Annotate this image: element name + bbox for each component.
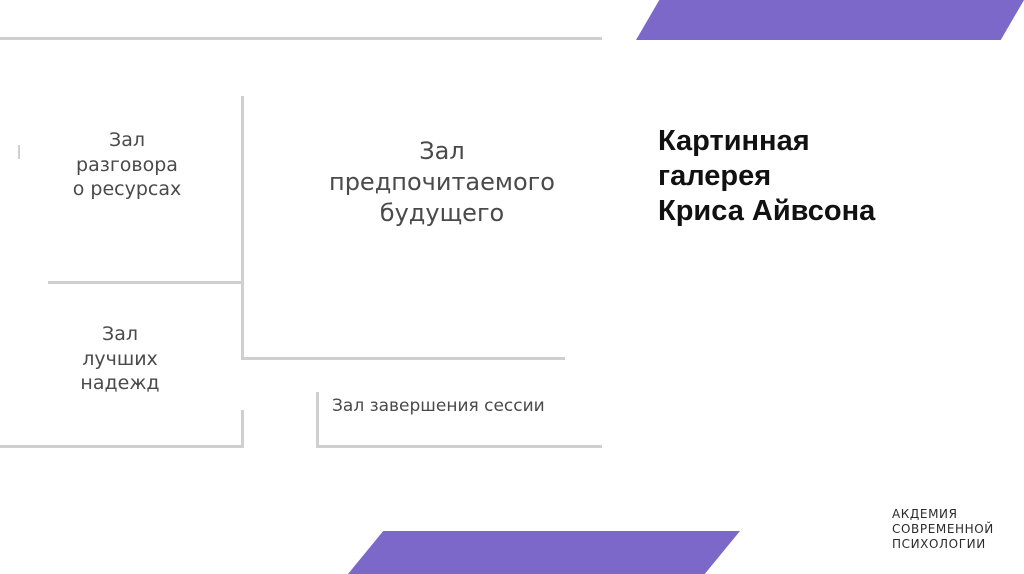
plan-wall-center-vertical <box>241 96 244 358</box>
top-accent-band <box>636 0 1024 40</box>
hall-resources-label: Зал разговора о ресурсах <box>72 129 182 201</box>
plan-wall-bottom-left <box>0 445 244 448</box>
plan-wall-left-tick <box>18 145 20 159</box>
slide-title: Картинная галерея Криса Айвсона <box>658 125 876 227</box>
hall-ending-label: Зал завершения сессии <box>332 396 545 416</box>
plan-wall-top <box>0 37 602 40</box>
plan-wall-bottom-right-stub <box>316 392 319 448</box>
plan-wall-bottom-right <box>316 445 602 448</box>
hall-future-label: Зал предпочитаемого будущего <box>329 137 555 228</box>
plan-wall-center-horizontal <box>241 357 565 360</box>
bottom-accent-band <box>348 531 740 574</box>
academy-logo: АКДЕМИЯ СОВРЕМЕННОЙ ПСИХОЛОГИИ <box>892 507 994 551</box>
hall-hopes-label: Зал лучших надежд <box>80 323 160 395</box>
plan-wall-left-middle <box>48 281 244 284</box>
plan-wall-bottom-left-stub <box>241 410 244 448</box>
